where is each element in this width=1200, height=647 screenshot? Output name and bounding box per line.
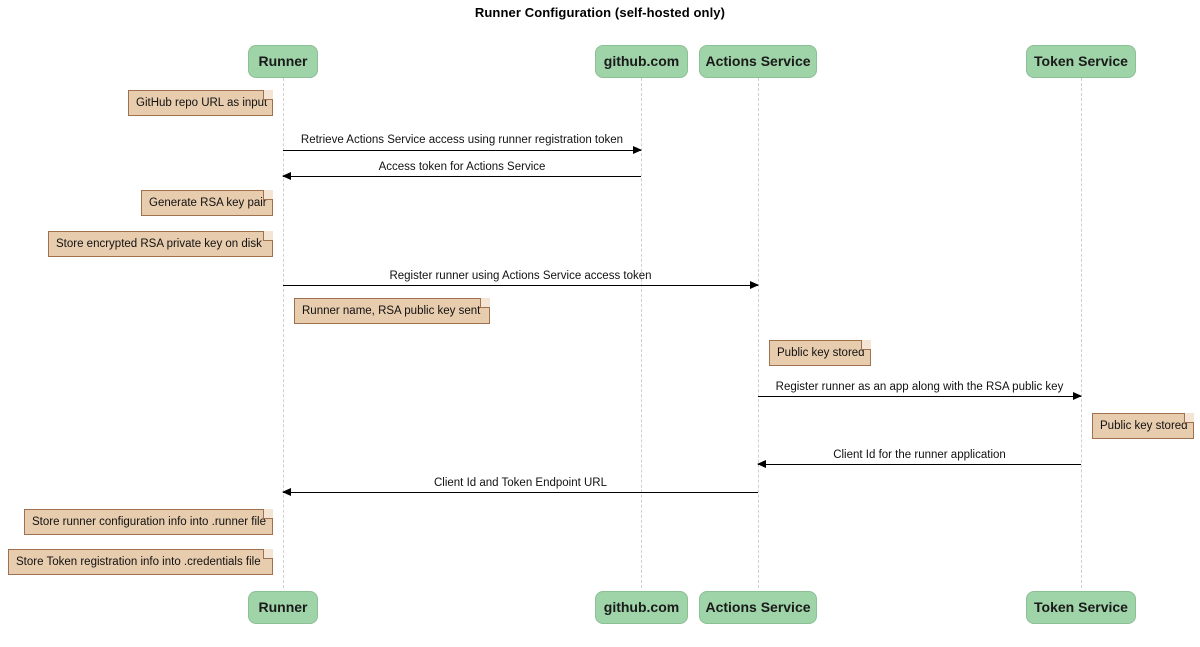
arrowhead-icon: [633, 146, 642, 154]
message-label-register-runner-as-app: Register runner as an app along with the…: [775, 381, 1064, 393]
lifeline-token: [1081, 78, 1082, 588]
note-store-runner-configuration: Store runner configuration info into .ru…: [24, 509, 273, 535]
note-store-token-registration: Store Token registration info into .cred…: [8, 549, 273, 575]
message-label-client-id-and-token-endpoint: Client Id and Token Endpoint URL: [433, 477, 608, 489]
arrowhead-icon: [282, 172, 291, 180]
note-text: Store runner configuration info into .ru…: [32, 516, 266, 528]
participant-token-bottom[interactable]: Token Service: [1026, 591, 1136, 624]
note-text: Store encrypted RSA private key on disk: [56, 238, 262, 250]
note-text: Store Token registration info into .cred…: [16, 556, 261, 568]
participant-actions-top[interactable]: Actions Service: [699, 45, 817, 78]
message-access-token: [282, 172, 641, 180]
note-fold-icon: [861, 340, 871, 350]
note-github-repo-url: GitHub repo URL as input: [128, 90, 273, 116]
note-public-key-stored-actions: Public key stored: [769, 340, 871, 366]
message-label-retrieve-actions-access: Retrieve Actions Service access using ru…: [300, 134, 624, 146]
note-fold-icon: [480, 298, 490, 308]
message-client-id-and-token-endpoint: [282, 488, 758, 496]
arrowhead-icon: [1073, 392, 1082, 400]
message-label-client-id-for-runner-app: Client Id for the runner application: [833, 449, 1006, 461]
note-fold-icon: [1184, 413, 1194, 423]
message-client-id-for-runner-app: [757, 460, 1081, 468]
note-text: Runner name, RSA public key sent: [302, 305, 481, 317]
message-label-register-runner: Register runner using Actions Service ac…: [389, 270, 652, 282]
arrowhead-icon: [750, 281, 759, 289]
participant-actions-bottom[interactable]: Actions Service: [699, 591, 817, 624]
note-store-encrypted-rsa-private-key: Store encrypted RSA private key on disk: [48, 231, 273, 257]
lifeline-github: [641, 78, 642, 588]
note-text: Public key stored: [777, 347, 865, 359]
message-label-access-token: Access token for Actions Service: [378, 161, 546, 173]
participant-github-bottom[interactable]: github.com: [595, 591, 688, 624]
note-fold-icon: [263, 549, 273, 559]
note-generate-rsa-key-pair: Generate RSA key pair: [141, 190, 273, 216]
message-register-runner-as-app: [758, 392, 1082, 400]
participant-runner-top[interactable]: Runner: [248, 45, 318, 78]
note-fold-icon: [263, 90, 273, 100]
note-text: Generate RSA key pair: [149, 197, 267, 209]
lifeline-runner: [283, 78, 284, 588]
page-title: Runner Configuration (self-hosted only): [474, 5, 726, 20]
participant-runner-bottom[interactable]: Runner: [248, 591, 318, 624]
participant-token-top[interactable]: Token Service: [1026, 45, 1136, 78]
note-fold-icon: [263, 190, 273, 200]
note-text: GitHub repo URL as input: [136, 97, 268, 109]
message-register-runner: [283, 281, 759, 289]
note-public-key-stored-token: Public key stored: [1092, 413, 1194, 439]
note-fold-icon: [263, 231, 273, 241]
arrowhead-icon: [757, 460, 766, 468]
note-runner-name-rsa-public-key-sent: Runner name, RSA public key sent: [294, 298, 490, 324]
lifeline-actions: [758, 78, 759, 588]
arrowhead-icon: [282, 488, 291, 496]
note-fold-icon: [263, 509, 273, 519]
message-retrieve-actions-access: [283, 146, 642, 154]
participant-github-top[interactable]: github.com: [595, 45, 688, 78]
note-text: Public key stored: [1100, 420, 1188, 432]
